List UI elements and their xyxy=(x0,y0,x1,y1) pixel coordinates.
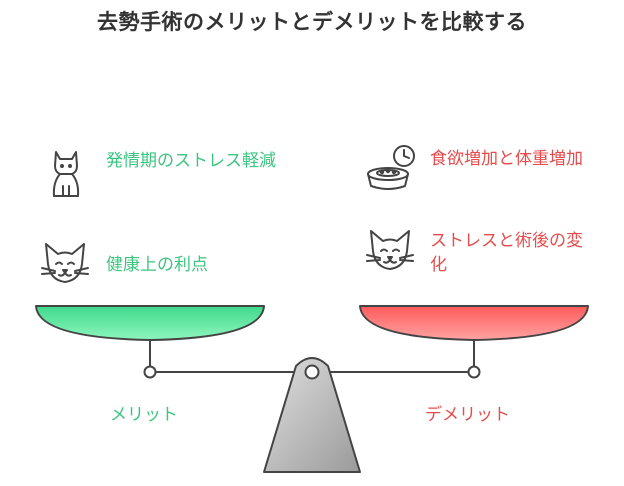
demerit-item-stress-postop: ストレスと術後の変化 xyxy=(430,231,583,275)
sitting-cat-icon xyxy=(52,151,80,197)
scale-stand xyxy=(263,357,361,473)
demerit-pan xyxy=(359,305,589,341)
merit-pan xyxy=(35,305,265,341)
merit-item-health-benefits: 健康上の利点 xyxy=(106,255,208,275)
merit-item-stress-reduction: 発情期のストレス軽減 xyxy=(106,151,276,171)
demerit-item-appetite-weight: 食欲増加と体重増加 xyxy=(430,149,583,169)
left-joint xyxy=(143,365,157,379)
page-title: 去勢手術のメリットとデメリットを比較する xyxy=(97,10,527,34)
right-joint xyxy=(467,365,481,379)
cat-face-icon xyxy=(366,230,414,270)
merit-label: メリット xyxy=(110,405,178,425)
demerit-label: デメリット xyxy=(425,405,510,425)
pivot-joint xyxy=(304,364,320,380)
cat-face-icon xyxy=(41,243,89,283)
food-bowl-clock-icon xyxy=(367,145,415,190)
